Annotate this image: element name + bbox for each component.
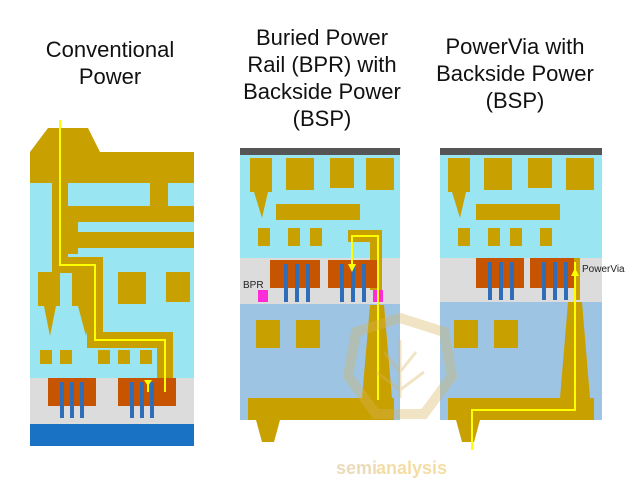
transistor-fin	[553, 262, 557, 300]
contact	[60, 350, 72, 364]
metal-block	[296, 320, 320, 348]
metal-block	[448, 158, 470, 192]
tree-icon	[375, 340, 425, 398]
title-buried-power-rail: Buried Power Rail (BPR) with Backside Po…	[232, 24, 412, 132]
metal-block	[454, 320, 478, 348]
transistor-fin	[295, 264, 299, 302]
contact	[40, 350, 52, 364]
transistor-fin	[60, 382, 64, 418]
transistor-fin	[488, 262, 492, 300]
metal-block	[38, 272, 60, 306]
transistor-fin	[510, 262, 514, 300]
buried-power-rail	[258, 290, 268, 302]
powervia-label: PowerVia	[582, 264, 625, 275]
metal-block	[250, 158, 272, 192]
contact	[458, 228, 470, 246]
title-line: Conventional	[45, 37, 175, 62]
title-line: (BSP)	[485, 88, 545, 113]
transistor-fin	[362, 264, 366, 302]
metal-block	[118, 272, 146, 304]
transistor-fin	[284, 264, 288, 302]
title-conventional-power: Conventional Power	[20, 36, 200, 90]
contact	[488, 228, 500, 246]
metal-line	[276, 204, 360, 220]
transistor-fin	[542, 262, 546, 300]
metal-block	[330, 158, 354, 188]
title-line: Buried Power	[255, 25, 389, 50]
power-strap	[30, 128, 194, 183]
backside-bump	[456, 420, 480, 442]
transistor-fin	[351, 264, 355, 302]
metal-block	[566, 158, 594, 190]
watermark: semi analysis	[336, 312, 458, 478]
transistor-fin	[80, 382, 84, 418]
metal-block	[484, 158, 512, 190]
contact	[540, 228, 552, 246]
transistor-fin	[306, 264, 310, 302]
panel-conventional	[30, 120, 194, 446]
top-carrier	[240, 148, 400, 155]
metal-via	[150, 183, 168, 221]
transistor-fin	[140, 382, 144, 418]
metal-line	[476, 204, 560, 220]
contact	[288, 228, 300, 246]
transistor-fin	[564, 262, 568, 300]
arrow-icon	[144, 380, 152, 386]
top-carrier	[440, 148, 602, 155]
metal-block	[256, 320, 280, 348]
metal-taper	[452, 192, 466, 218]
backside-carrier	[30, 424, 194, 446]
metal-taper	[44, 306, 56, 336]
watermark-text-part2: analysis	[376, 458, 447, 478]
watermark-logo-icon	[342, 312, 458, 419]
title-powervia: PowerVia with Backside Power (BSP)	[420, 33, 610, 114]
panel-powervia: PowerVia	[440, 148, 625, 450]
panel-buried-power-rail: BPR	[240, 148, 400, 442]
contact	[310, 228, 322, 246]
backside-power-line	[248, 398, 394, 420]
powervia	[574, 258, 580, 300]
contact	[258, 228, 270, 246]
metal-line	[58, 232, 194, 248]
transistor-fin	[499, 262, 503, 300]
contact	[98, 350, 110, 364]
metal-block	[366, 158, 394, 190]
power-path	[351, 235, 379, 400]
title-line: Backside Power	[436, 61, 594, 86]
metal-block	[286, 158, 314, 190]
title-line: Backside Power	[243, 79, 401, 104]
metal-taper	[254, 192, 268, 218]
title-line: PowerVia with	[445, 34, 585, 59]
title-line: Power	[78, 64, 142, 89]
metal-block	[494, 320, 518, 348]
bpr-label: BPR	[243, 280, 264, 291]
transistor-fin	[70, 382, 74, 418]
transistor-fin	[340, 264, 344, 302]
contact	[510, 228, 522, 246]
arrow-icon	[571, 268, 579, 276]
contact	[140, 350, 152, 364]
metal-block	[166, 272, 190, 302]
watermark-text-part1: semi	[336, 458, 377, 478]
title-line: (BSP)	[292, 106, 352, 131]
title-line: Rail (BPR) with	[247, 52, 397, 77]
arrow-icon	[348, 264, 356, 272]
transistor-fin	[130, 382, 134, 418]
metal-block	[528, 158, 552, 188]
transistor-fin	[150, 382, 154, 418]
contact	[118, 350, 130, 364]
backside-bump	[256, 420, 280, 442]
